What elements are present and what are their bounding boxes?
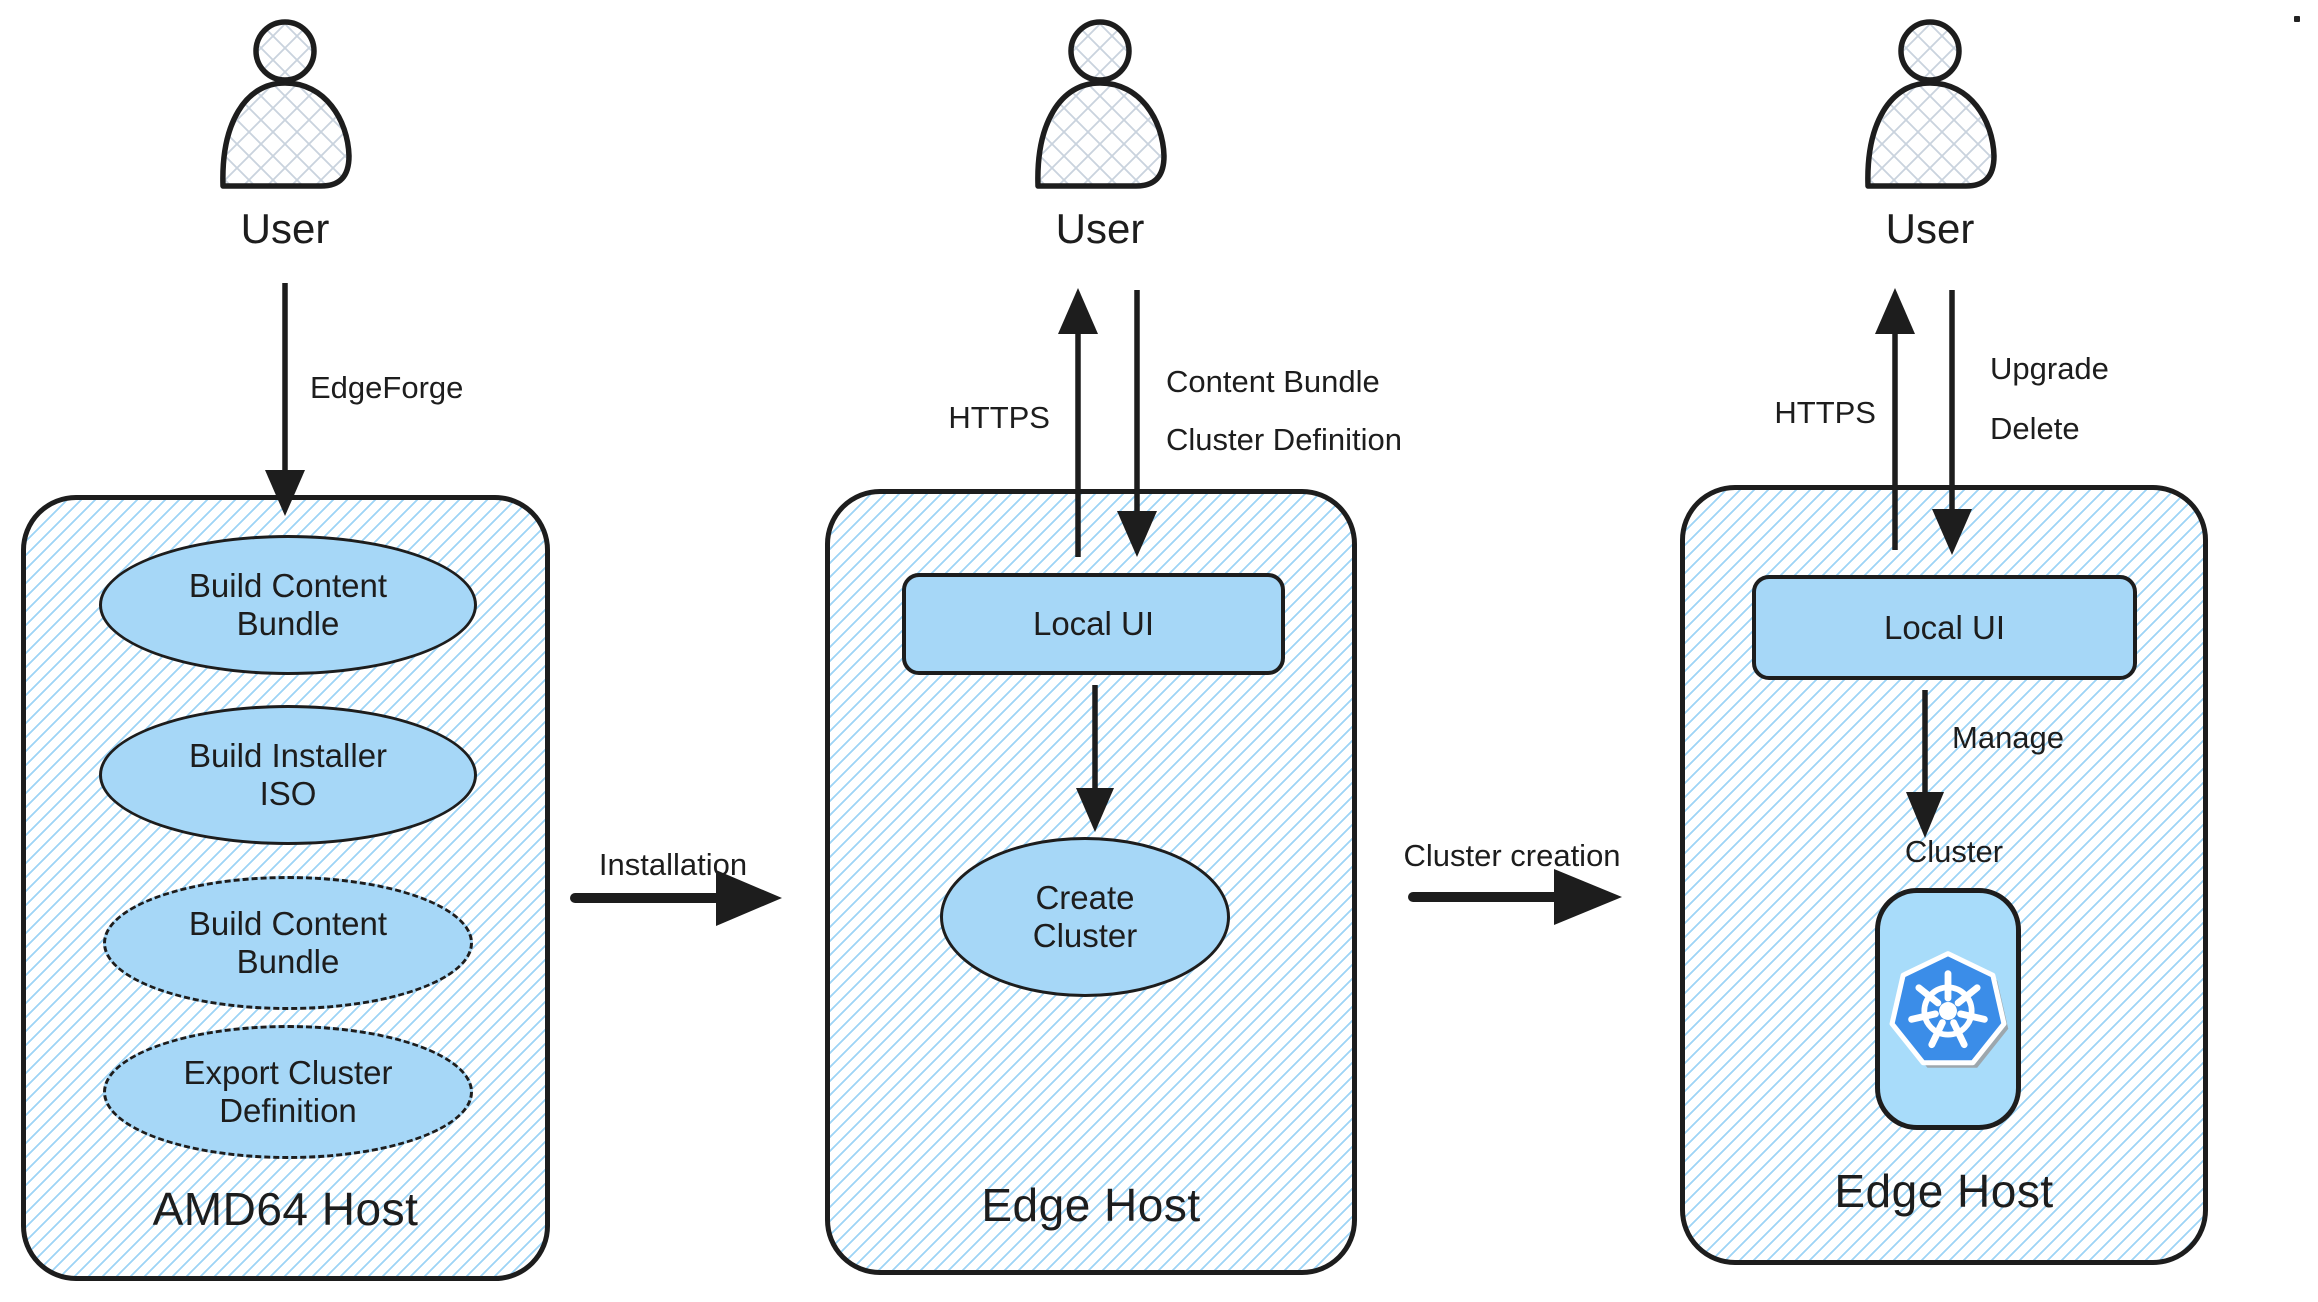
local-ui-label: Local UI — [1883, 608, 2006, 646]
upgrade-label: Upgrade — [1990, 351, 2109, 386]
cluster-box — [1875, 888, 2021, 1130]
user-silhouette-icon-middle — [1035, 19, 1167, 189]
step-label: Export Cluster Definition — [183, 1054, 393, 1129]
step-build-content-bundle-2: Build Content Bundle — [103, 876, 473, 1010]
cluster-label: Cluster — [1904, 834, 2004, 869]
user-silhouette-icon-right — [1865, 19, 1997, 189]
https-label-right: HTTPS — [1774, 395, 1876, 430]
step-label: Build Content Bundle — [188, 567, 388, 642]
user-silhouette-icon-left — [220, 19, 352, 189]
step-label: Build Content Bundle — [188, 905, 388, 980]
local-ui-middle: Local UI — [902, 573, 1285, 675]
stray-dot — [2294, 16, 2300, 22]
cluster-creation-arrow — [1408, 869, 1622, 925]
manage-label: Manage — [1952, 720, 2065, 755]
kubernetes-helm-icon — [1889, 951, 2009, 1068]
delete-label: Delete — [1990, 411, 2080, 446]
user-label-left: User — [240, 205, 330, 252]
cluster-definition-label: Cluster Definition — [1166, 422, 1403, 457]
edge-host-middle-title: Edge Host — [981, 1179, 1201, 1231]
edge-host-right-title: Edge Host — [1834, 1165, 2054, 1217]
step-label: Build Installer ISO — [188, 737, 388, 812]
local-ui-label: Local UI — [1032, 605, 1155, 642]
step-export-cluster-definition: Export Cluster Definition — [103, 1025, 473, 1159]
step-build-content-bundle-1: Build Content Bundle — [99, 535, 477, 675]
user-label-right: User — [1885, 205, 1975, 252]
cluster-creation-label: Cluster creation — [1403, 838, 1621, 873]
edgeforge-label: EdgeForge — [310, 370, 464, 405]
edgeforge-arrow — [265, 283, 305, 516]
user-label-middle: User — [1055, 205, 1145, 252]
https-label-middle: HTTPS — [948, 400, 1050, 435]
amd64-host-title: AMD64 Host — [152, 1183, 419, 1235]
content-bundle-label: Content Bundle — [1166, 364, 1380, 399]
installation-label: Installation — [598, 847, 748, 882]
local-ui-right: Local UI — [1752, 575, 2137, 680]
step-label: Create Cluster — [1032, 879, 1138, 954]
step-build-installer-iso: Build Installer ISO — [99, 705, 477, 845]
create-cluster-step: Create Cluster — [940, 837, 1230, 997]
